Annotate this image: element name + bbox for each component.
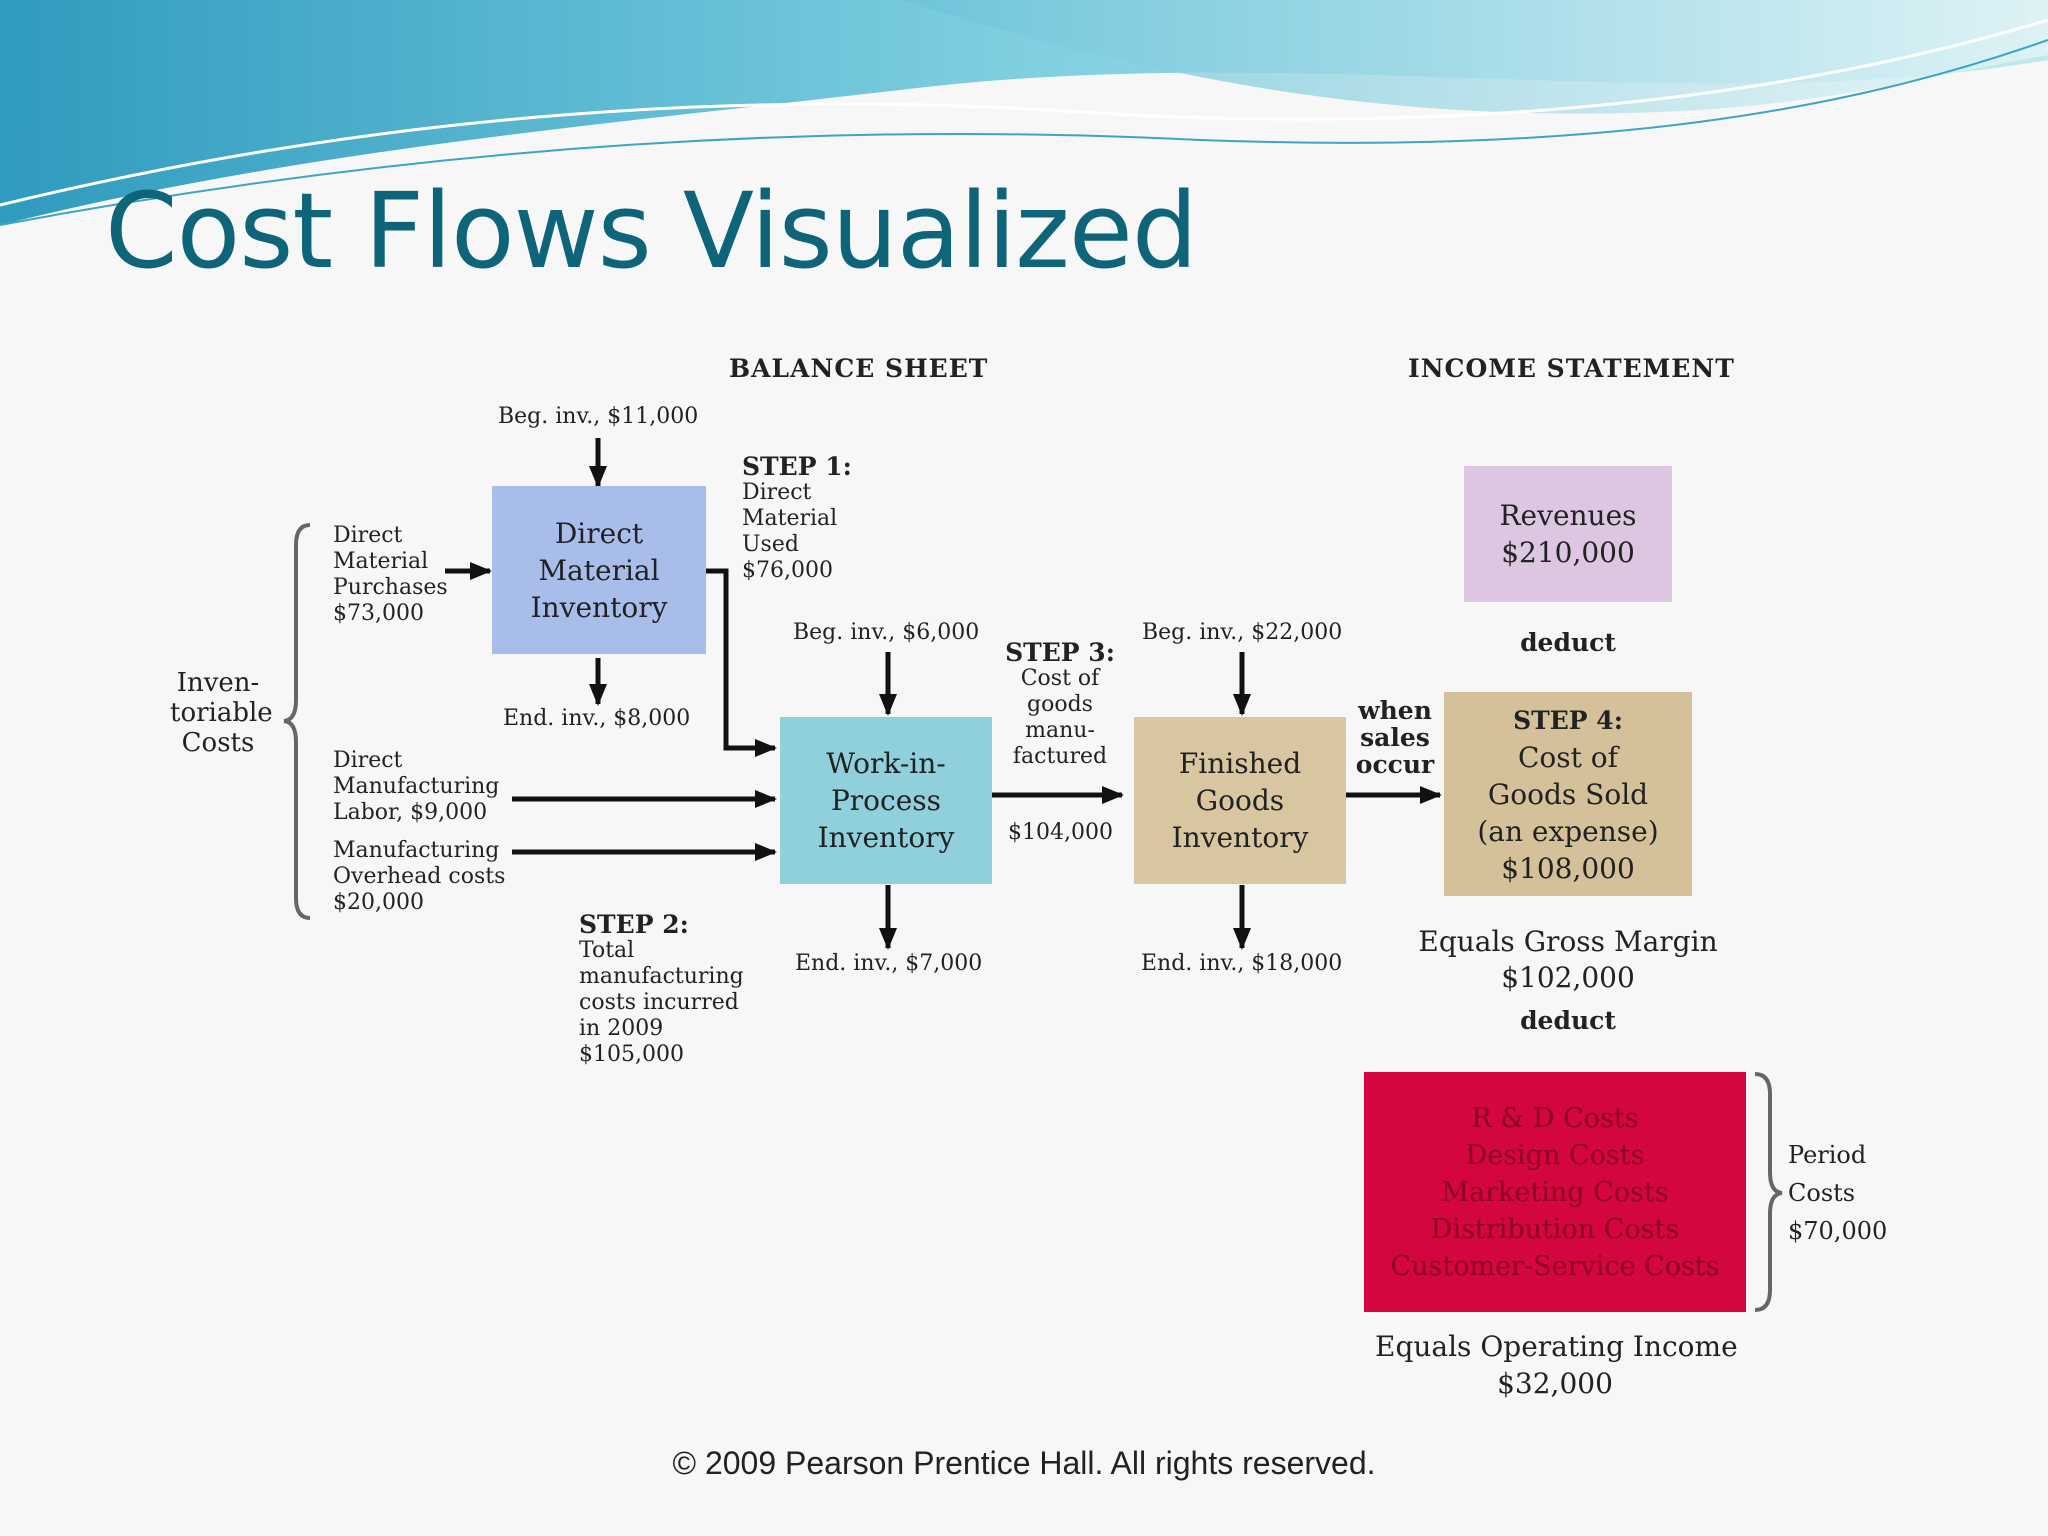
deduct-label-2: deduct <box>1520 1006 1616 1035</box>
dm-end-inventory: End. inv., $8,000 <box>503 706 691 731</box>
operating-income-label: Equals Operating Income $32,000 <box>1375 1330 1738 1400</box>
arrow-step1 <box>706 568 777 757</box>
deduct-label-1: deduct <box>1520 628 1616 657</box>
dm-purchases-label: Direct Material Purchases $73,000 <box>333 523 448 626</box>
step3-label: STEP 3: Cost of goods manu- factured <box>1005 638 1115 770</box>
header-wave-decoration <box>0 0 2048 226</box>
revenues-box: Revenues $210,000 <box>1464 466 1672 602</box>
cost-of-goods-sold-box: STEP 4: Cost of Goods Sold (an expense) … <box>1444 692 1692 896</box>
dm-beg-inventory: Beg. inv., $11,000 <box>498 404 699 429</box>
period-costs-brace <box>1754 1072 1783 1312</box>
fg-beg-inventory: Beg. inv., $22,000 <box>1142 620 1343 645</box>
copyright-footer: © 2009 Pearson Prentice Hall. All rights… <box>672 1445 1376 1481</box>
step3-amount: $104,000 <box>1008 820 1113 845</box>
finished-goods-inventory-box: Finished Goods Inventory <box>1134 717 1346 884</box>
inventoriable-costs-brace <box>283 523 311 920</box>
work-in-process-inventory-box: Work-in- Process Inventory <box>780 717 992 884</box>
step2-label: STEP 2: Total manufacturing costs incurr… <box>579 910 744 1068</box>
balance-sheet-header: BALANCE SHEET <box>729 354 989 383</box>
wip-end-inventory: End. inv., $7,000 <box>795 951 983 976</box>
period-costs-box: R & D Costs Design Costs Marketing Costs… <box>1364 1072 1746 1312</box>
gross-margin-label: Equals Gross Margin $102,000 <box>1418 925 1718 994</box>
direct-labor-label: Direct Manufacturing Labor, $9,000 <box>333 748 500 825</box>
direct-material-inventory-box: Direct Material Inventory <box>492 486 706 654</box>
step1-label: STEP 1: Direct Material Used $76,000 <box>742 452 852 584</box>
inventoriable-costs-label: Inven- toriable Costs <box>170 668 273 758</box>
slide-title: Cost Flows Visualized <box>105 170 1198 292</box>
overhead-label: Manufacturing Overhead costs $20,000 <box>333 838 506 915</box>
period-costs-label: Period Costs $70,000 <box>1788 1141 1888 1245</box>
when-sales-occur-label: when sales occur <box>1355 696 1435 779</box>
income-statement-header: INCOME STATEMENT <box>1408 354 1735 383</box>
wip-beg-inventory: Beg. inv., $6,000 <box>793 620 980 645</box>
fg-end-inventory: End. inv., $18,000 <box>1141 951 1343 976</box>
